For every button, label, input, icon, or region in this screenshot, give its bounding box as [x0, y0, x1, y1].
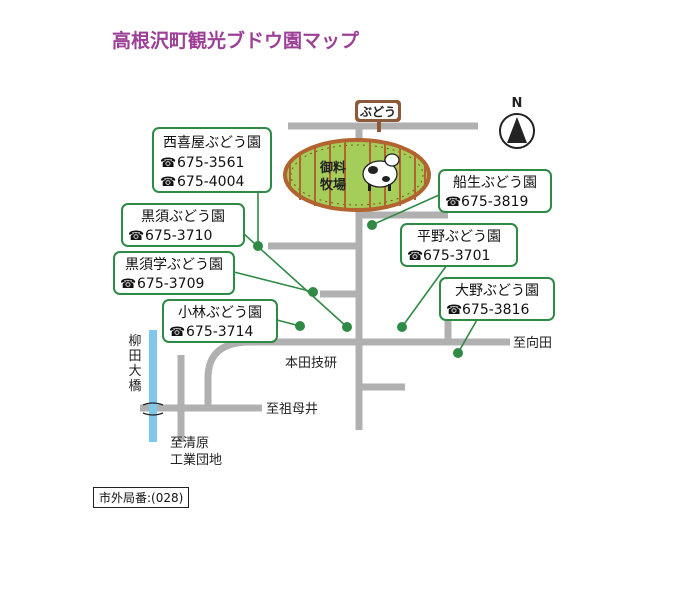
vineyard-dot — [295, 321, 305, 331]
phone-icon: ☎ — [445, 195, 461, 210]
bridge-mark — [142, 402, 164, 416]
vineyard-label-nishikiya: 西喜屋ぶどう園 ☎ 675-3561 ☎ 675-4004 — [152, 127, 272, 193]
vineyard-name: 船生ぶどう園 — [453, 175, 537, 191]
vineyard-name: 平野ぶどう園 — [417, 229, 501, 245]
roads — [140, 122, 510, 442]
vineyard-label-kurosugaku: 黒須学ぶどう園 ☎ 675-3709 — [113, 251, 235, 295]
vineyard-label-funyu: 船生ぶどう園 ☎ 675-3819 — [438, 169, 552, 213]
signpost-budou: ぶどう — [355, 100, 401, 132]
vineyard-dot — [253, 241, 263, 251]
vineyard-phone: 675-3816 — [462, 302, 529, 318]
bridge-label-char: 橋 — [128, 379, 142, 394]
map-title: 高根沢町観光ブドウ園マップ — [112, 30, 360, 52]
place-label-honda: 本田技研 — [285, 356, 337, 371]
bridge-label-char: 田 — [128, 349, 142, 364]
phone-icon: ☎ — [160, 156, 176, 171]
vineyard-label-kobayashi: 小林ぶどう園 ☎ 675-3714 — [162, 299, 278, 343]
vineyard-phone: 675-3709 — [137, 276, 204, 292]
vineyard-phone: 675-3819 — [461, 194, 528, 210]
vineyard-dot — [342, 322, 352, 332]
vineyard-name: 西喜屋ぶどう園 — [163, 135, 261, 151]
vineyard-phone: 675-3714 — [186, 324, 253, 340]
north-compass-icon: N — [499, 96, 535, 149]
signpost-text: ぶどう — [359, 105, 396, 119]
vineyard-phone: 675-4004 — [177, 174, 244, 190]
bridge-label: 柳 田 大 橋 — [124, 334, 146, 394]
vineyard-dot — [367, 220, 377, 230]
vineyard-label-kurosu: 黒須ぶどう園 ☎ 675-3710 — [121, 203, 245, 247]
vineyard-name: 黒須ぶどう園 — [141, 209, 225, 225]
river — [149, 330, 157, 442]
phone-icon: ☎ — [446, 303, 462, 318]
vineyard-label-oono: 大野ぶどう園 ☎ 675-3816 — [439, 277, 555, 321]
vineyard-dot — [308, 287, 318, 297]
phone-icon: ☎ — [128, 229, 144, 244]
place-label-kiyohara-2: 工業団地 — [170, 452, 222, 468]
phone-icon: ☎ — [120, 277, 136, 292]
bridge-label-char: 大 — [128, 364, 142, 379]
ranch-label-line-1: 御料 — [319, 160, 346, 176]
vineyard-dot — [453, 348, 463, 358]
bridge-label-char: 柳 — [128, 334, 142, 349]
phone-icon: ☎ — [169, 325, 185, 340]
vineyard-name: 黒須学ぶどう園 — [125, 257, 223, 273]
vineyard-name: 大野ぶどう園 — [455, 283, 539, 299]
vineyard-label-hirano: 平野ぶどう園 ☎ 675-3701 — [400, 223, 518, 267]
cow-icon — [362, 153, 400, 191]
phone-icon: ☎ — [407, 249, 423, 264]
place-label-kiyohara-1: 至清原 — [170, 436, 209, 451]
vineyard-dots — [253, 220, 463, 358]
vineyard-phone: 675-3561 — [177, 155, 244, 171]
road-curve-west — [204, 338, 251, 408]
vineyard-phone: 675-3701 — [423, 248, 490, 264]
vineyard-phone: 675-3710 — [145, 228, 212, 244]
place-label-sobokui: 至祖母井 — [266, 402, 318, 417]
compass-letter: N — [512, 96, 523, 111]
ranch-enclosure: 御料 牧場 — [283, 138, 431, 212]
place-label-mukaida: 至向田 — [513, 335, 552, 351]
vineyard-dot — [397, 322, 407, 332]
vineyard-name: 小林ぶどう園 — [178, 305, 262, 321]
area-code-note: 市外局番:(028) — [93, 487, 190, 508]
ranch-label-line-2: 牧場 — [320, 177, 346, 193]
phone-icon: ☎ — [160, 175, 176, 190]
